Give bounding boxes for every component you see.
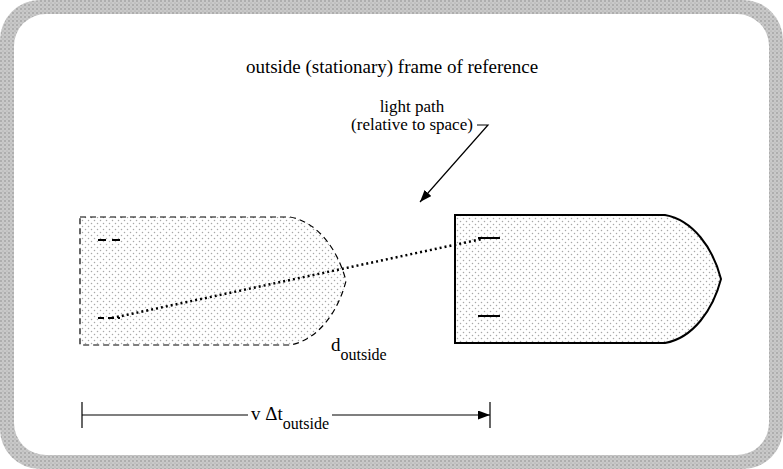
frame-ground [14, 14, 769, 455]
ship-later-group [455, 215, 721, 343]
light-path [112, 239, 482, 318]
subscript: outside [341, 345, 390, 364]
subscript: outside [283, 414, 332, 433]
distance-symbol: v Δt [248, 403, 283, 426]
mirror-top-later [478, 237, 500, 239]
mirror-bottom-later [478, 315, 500, 317]
frame-title: outside (stationary) frame of reference [246, 56, 538, 79]
distance-symbol: d [328, 334, 341, 357]
leader-line [420, 125, 488, 202]
mirror-top-earlier [98, 239, 122, 241]
mirror-bottom-earlier [98, 317, 120, 319]
ship-earlier [80, 217, 346, 345]
callout-label: light path (relative to space) [350, 98, 474, 134]
ship-later [455, 215, 721, 343]
